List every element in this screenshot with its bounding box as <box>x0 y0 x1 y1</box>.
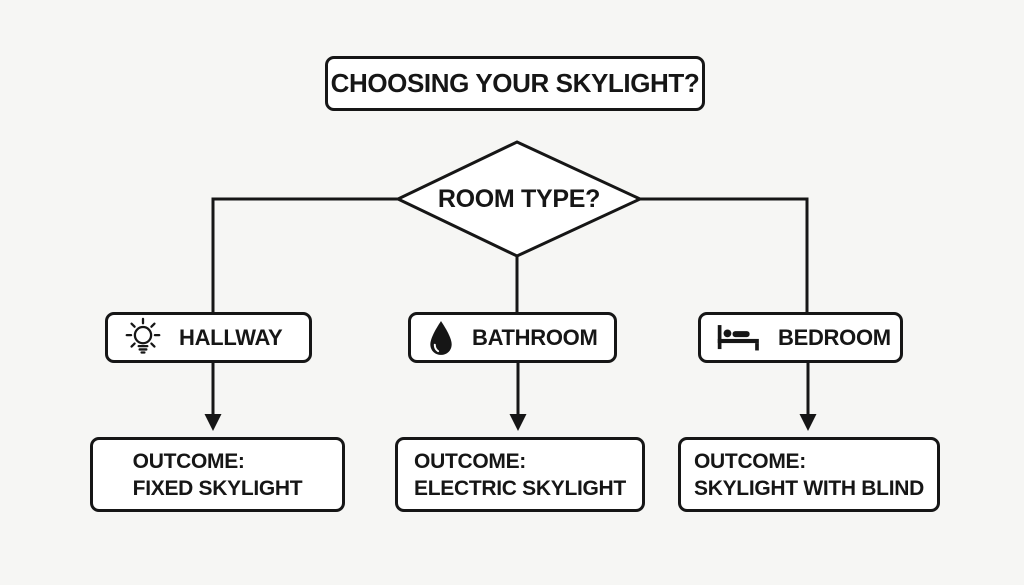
outcome-prefix-hallway: OUTCOME: <box>132 449 245 473</box>
water-drop-icon <box>430 320 452 355</box>
bed-icon <box>717 324 759 350</box>
room-label-bathroom: BATHROOM <box>472 324 598 350</box>
arrow-hallway-head <box>204 414 222 431</box>
outcome-prefix-bathroom: OUTCOME: <box>414 449 526 473</box>
page-title: CHOOSING YOUR SKYLIGHT? <box>325 56 705 111</box>
lightbulb-icon <box>125 317 161 354</box>
room-box-bedroom: BEDROOM <box>698 312 903 363</box>
room-box-bathroom: BATHROOM <box>408 312 617 363</box>
outcome-box-bathroom: OUTCOME: ELECTRIC SKYLIGHT <box>395 437 645 512</box>
room-box-hallway: HALLWAY <box>105 312 312 363</box>
outcome-value-hallway: FIXED SKYLIGHT <box>132 476 303 500</box>
outcome-prefix-bedroom: OUTCOME: <box>694 449 806 473</box>
connector-bedroom <box>640 197 809 313</box>
outcome-value-bedroom: SKYLIGHT WITH BLIND <box>694 476 924 500</box>
arrow-bedroom-head <box>799 414 817 431</box>
page-title-label: CHOOSING YOUR SKYLIGHT? <box>330 68 700 98</box>
room-label-bedroom: BEDROOM <box>778 324 891 350</box>
room-label-hallway: HALLWAY <box>179 324 283 350</box>
outcome-box-bedroom: OUTCOME: SKYLIGHT WITH BLIND <box>678 437 940 512</box>
outcome-value-bathroom: ELECTRIC SKYLIGHT <box>414 476 626 500</box>
connector-hallway <box>211 197 398 313</box>
outcome-box-hallway: OUTCOME: FIXED SKYLIGHT <box>90 437 345 512</box>
arrow-bathroom-head <box>509 414 527 431</box>
decision-diamond <box>394 140 644 258</box>
